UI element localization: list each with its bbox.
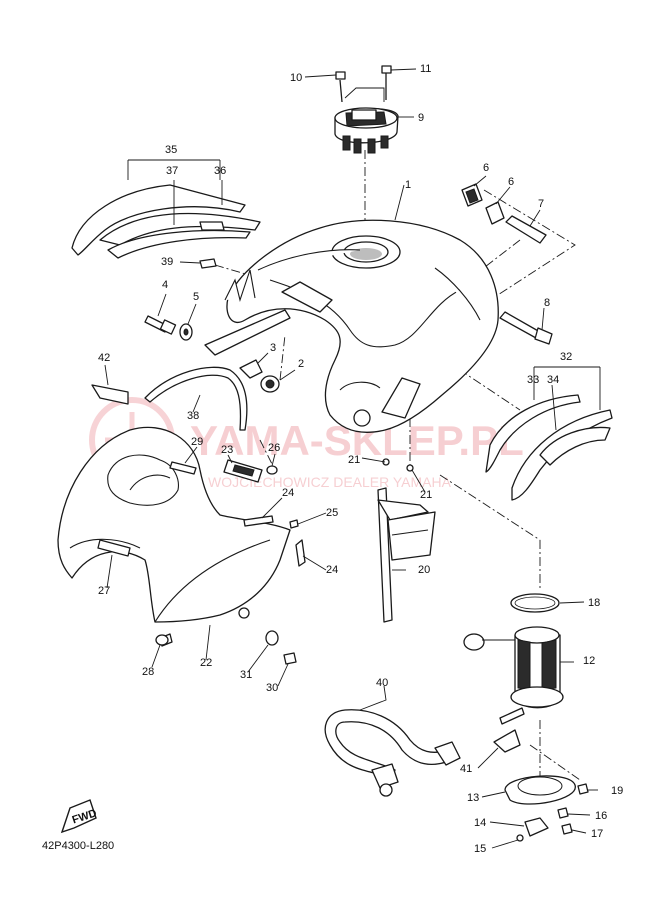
callout-21a: 21 [348,454,360,466]
callout-37: 37 [166,165,178,177]
callout-6a: 6 [483,162,489,174]
callout-21b: 21 [420,489,432,501]
fuel-hose [324,709,461,797]
callout-42: 42 [98,352,110,364]
callout-30: 30 [266,682,278,694]
callout-40: 40 [376,677,388,689]
callout-6b: 6 [508,176,514,188]
callout-5: 5 [193,291,199,303]
diagram-code: 42P4300-L280 [42,840,115,852]
callout-7: 7 [538,198,544,210]
callout-24b: 24 [326,564,338,576]
callout-12: 12 [583,655,595,667]
callout-14: 14 [474,817,486,829]
damper-bracket-2-3 [204,309,291,393]
callout-19: 19 [611,785,623,797]
callout-3: 3 [270,342,276,354]
callout-15: 15 [474,843,486,855]
callout-38: 38 [187,410,199,422]
callout-39: 39 [161,256,173,268]
callout-41: 41 [460,763,472,775]
emblem-right [485,394,613,501]
tank-mount-parts [461,183,553,345]
callout-26: 26 [268,442,280,454]
callout-25: 25 [326,507,338,519]
fasteners-28-30-31 [155,630,297,665]
watermark-sub: WOJCIECHOWICZ DEALER YAMAHA [208,474,452,490]
callout-17: 17 [591,828,603,840]
callout-24a: 24 [282,487,294,499]
side-cover-small-parts [169,459,306,567]
fuel-cap-assembly [334,65,399,154]
callout-31: 31 [240,669,252,681]
callout-35: 35 [165,144,177,156]
clip-39 [199,258,217,269]
emblem-left [71,184,261,259]
callout-9: 9 [418,112,424,124]
callout-16: 16 [595,810,607,822]
bolt-washer-4-5 [144,315,193,341]
callout-28: 28 [142,666,154,678]
pad-42 [91,384,129,405]
fuel-pump-assembly [463,593,589,842]
callout-23: 23 [221,444,233,456]
breather-hose [377,458,436,623]
callout-8: 8 [544,297,550,309]
callout-32: 32 [560,351,572,363]
callout-27: 27 [98,585,110,597]
callout-33: 33 [527,374,539,386]
callout-22: 22 [200,657,212,669]
callout-labels: 1 2 3 4 5 6 6 7 8 9 10 11 12 13 14 15 16… [98,63,623,855]
callout-20: 20 [418,564,430,576]
side-cover [57,426,291,647]
callout-13: 13 [467,792,479,804]
callout-10: 10 [290,72,302,84]
callout-1: 1 [405,179,411,191]
band-38 [144,366,248,431]
callout-4: 4 [162,279,168,291]
callout-18: 18 [588,597,600,609]
fuel-tank [224,219,499,433]
callout-29: 29 [191,436,203,448]
fwd-arrow-icon: FWD [60,799,98,834]
callout-36: 36 [214,165,226,177]
callout-11: 11 [420,63,431,75]
callout-34: 34 [547,374,559,386]
callout-2: 2 [298,358,304,370]
leader-lines [104,68,601,849]
